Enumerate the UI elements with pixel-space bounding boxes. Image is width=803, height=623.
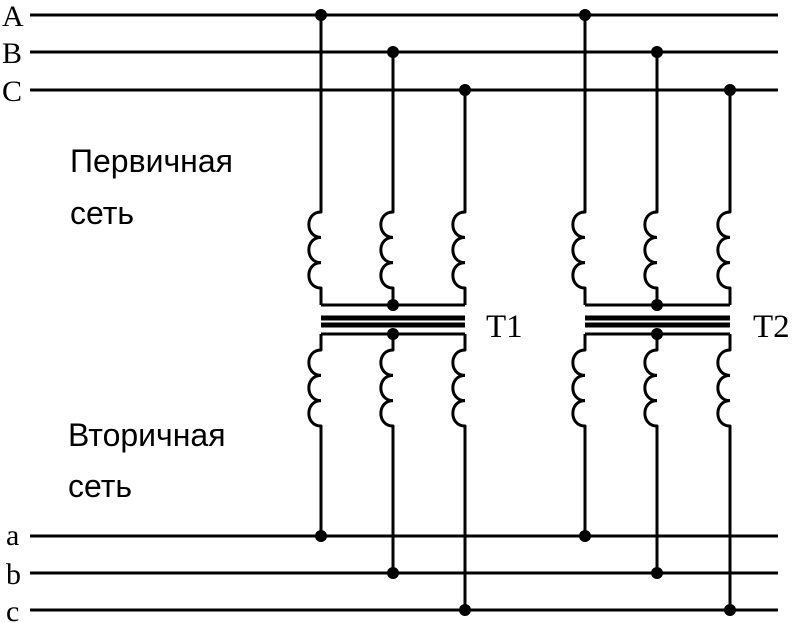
secondary-winding-b (379, 348, 395, 428)
bus-label-b: b (6, 558, 21, 591)
junction-dot (459, 84, 471, 96)
secondary-network-label-line2: сеть (68, 468, 132, 504)
primary-winding-B (643, 210, 659, 290)
transformer-label-T2: T2 (753, 309, 790, 345)
junction-dot (651, 567, 663, 579)
primary-winding-A (307, 210, 323, 290)
bus-labels: A B C a b c (2, 0, 24, 623)
secondary-winding-c (716, 348, 732, 428)
bus-label-a: a (6, 519, 19, 552)
junction-dot (315, 9, 327, 21)
secondary-winding-b (643, 348, 659, 428)
primary-winding-B (379, 210, 395, 290)
primary-winding-C (451, 210, 467, 290)
bus-lines (30, 13, 778, 612)
bus-label-C: C (2, 75, 22, 108)
junction-dot (579, 9, 591, 21)
network-labels: Первичная сеть Вторичная сеть (68, 143, 233, 504)
primary-winding-A (571, 210, 587, 290)
secondary-winding-a (571, 348, 587, 428)
transformer-label-T1: T1 (486, 309, 523, 345)
junction-dot (387, 46, 399, 58)
bus-label-A: A (2, 0, 24, 33)
secondary-winding-a (307, 348, 323, 428)
secondary-winding-c (451, 348, 467, 428)
primary-network-label-line2: сеть (70, 195, 134, 231)
bus-label-c: c (6, 595, 19, 623)
primary-network-label-line1: Первичная (70, 143, 233, 179)
junction-dot (459, 604, 471, 616)
junction-dot (315, 530, 327, 542)
junction-dot (724, 604, 736, 616)
bus-label-B: B (2, 37, 22, 70)
transformers-layer (307, 9, 736, 616)
secondary-network-label-line1: Вторичная (68, 417, 226, 453)
junction-dot (579, 530, 591, 542)
junction-dot (724, 84, 736, 96)
transformer-1 (307, 9, 471, 616)
junction-dot (387, 567, 399, 579)
junction-dot (651, 46, 663, 58)
primary-winding-C (716, 210, 732, 290)
transformer-2 (571, 9, 736, 616)
